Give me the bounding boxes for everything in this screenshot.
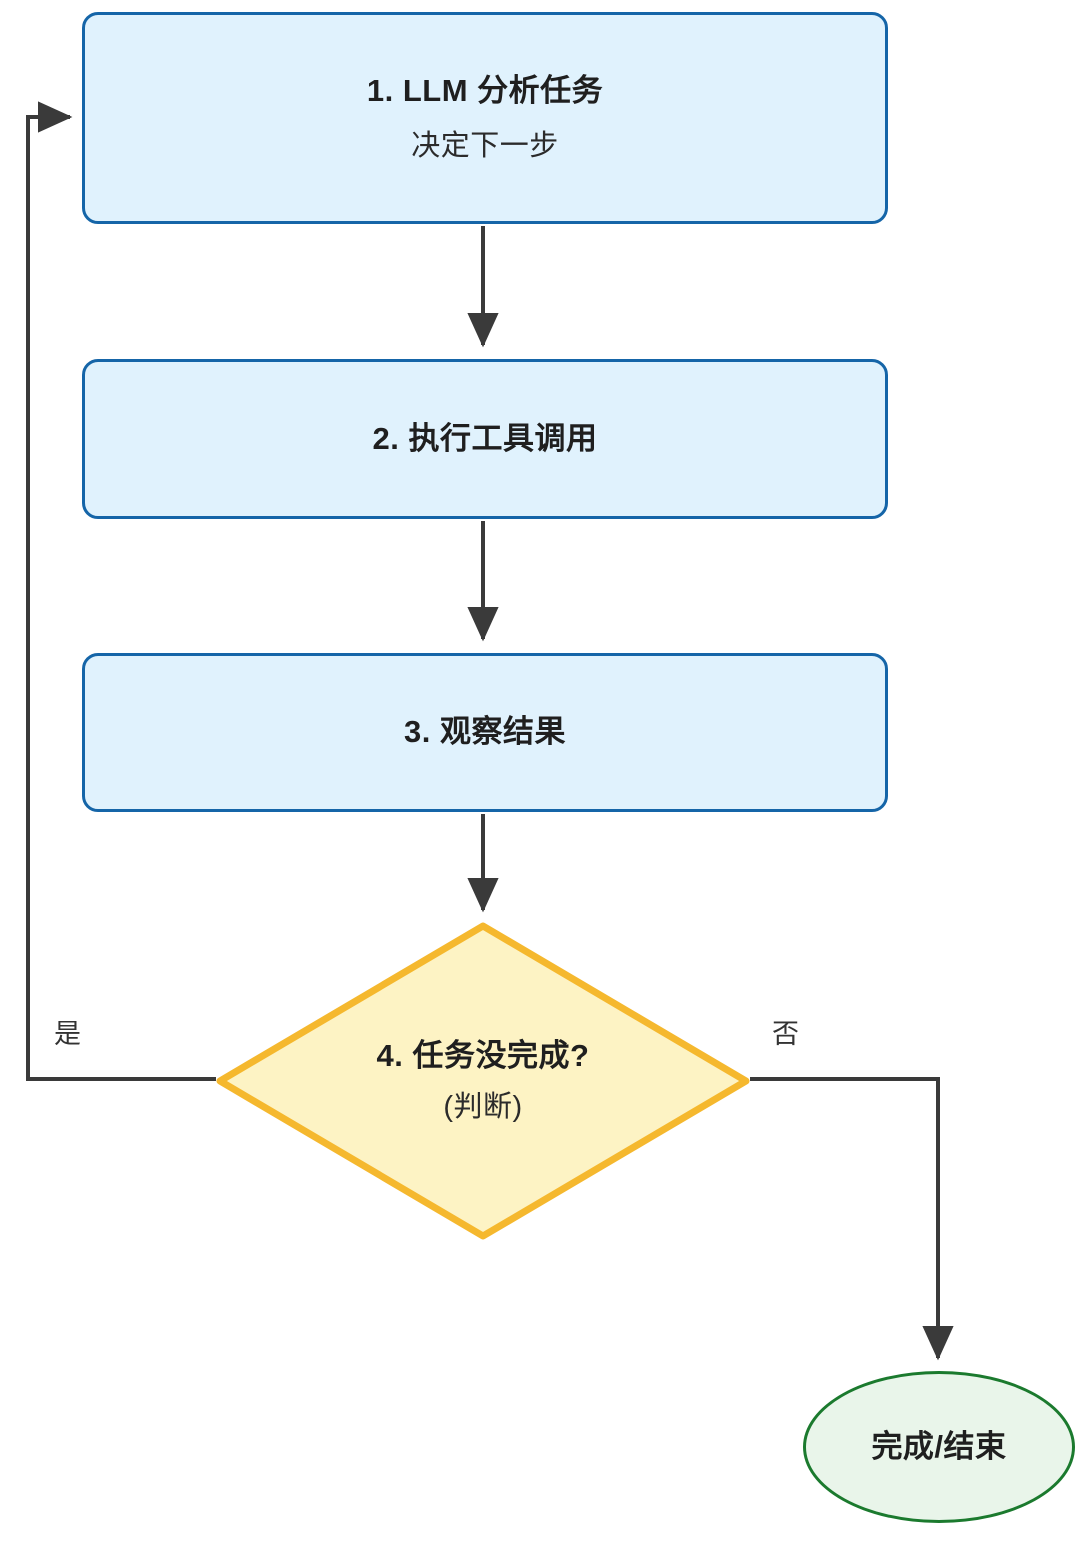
decision-node-task-incomplete[interactable]: 4. 任务没完成? (判断): [216, 922, 750, 1240]
edge-step4-end-no: [750, 1077, 954, 1361]
decision-label-group: 4. 任务没完成? (判断): [216, 922, 750, 1240]
edge-step4-step1-yes: [26, 101, 216, 1081]
edge-label-no: 否: [772, 1019, 799, 1049]
terminal-label-group: 完成/结束: [803, 1371, 1075, 1523]
process-node-observe-result[interactable]: 3. 观察结果: [82, 653, 888, 812]
node-subtitle: 决定下一步: [411, 130, 559, 163]
edge-label-yes: 是: [54, 1019, 81, 1049]
node-subtitle: (判断): [443, 1091, 523, 1124]
ellipse-shape: [803, 1371, 1075, 1523]
process-node-llm-analyze-task[interactable]: 1. LLM 分析任务 决定下一步: [82, 12, 888, 224]
terminal-node-finish-end[interactable]: 完成/结束: [803, 1371, 1075, 1523]
node-title: 4. 任务没完成?: [376, 1037, 590, 1073]
node-title: 1. LLM 分析任务: [366, 72, 604, 108]
diamond-shape: [216, 922, 750, 1240]
process-node-execute-tool-call[interactable]: 2. 执行工具调用: [82, 359, 888, 519]
node-title: 完成/结束: [871, 1428, 1007, 1464]
node-title: 2. 执行工具调用: [372, 420, 598, 456]
node-title: 3. 观察结果: [404, 714, 566, 750]
